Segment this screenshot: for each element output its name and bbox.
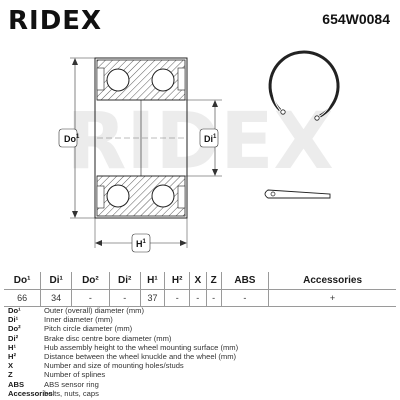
col-h1: H¹ xyxy=(139,272,165,290)
label-height: H1 xyxy=(136,239,147,249)
cell-x: - xyxy=(189,289,207,307)
col-x: X xyxy=(189,272,207,290)
part-number: 654W0084 xyxy=(322,11,390,27)
cell-di1: 34 xyxy=(40,289,72,307)
label-outer-diameter: Do1 xyxy=(64,134,80,144)
col-z: Z xyxy=(205,272,222,290)
brand-logo: RIDEX xyxy=(8,6,103,36)
col-h2: H² xyxy=(164,272,190,290)
table-row: 66 34 - - 37 - - - - + xyxy=(4,289,396,307)
cell-h1: 37 xyxy=(139,289,165,307)
label-inner-diameter: Di1 xyxy=(204,134,217,144)
col-do1: Do¹ xyxy=(4,272,41,290)
dimension-outer-diameter: Do1 xyxy=(58,57,95,219)
dimension-height: H1 xyxy=(94,218,188,253)
col-abs: ABS xyxy=(220,272,269,290)
header: RIDEX 654W0084 xyxy=(0,0,400,40)
bearing-section xyxy=(94,57,188,219)
col-di1: Di¹ xyxy=(40,272,72,290)
circlip-drawing xyxy=(268,50,340,121)
circlip-side-view xyxy=(264,189,331,199)
cell-z: - xyxy=(205,289,222,307)
cell-accessories: + xyxy=(268,289,396,307)
dimension-inner-diameter: Di1 xyxy=(185,99,222,177)
cell-do1: 66 xyxy=(4,289,41,307)
col-di2: Di² xyxy=(108,272,141,290)
spec-table: Do¹ Di¹ Do² Di² H¹ H² X Z ABS Accessorie… xyxy=(4,272,396,307)
cell-abs: - xyxy=(220,289,269,307)
cell-h2: - xyxy=(164,289,190,307)
cell-di2: - xyxy=(108,289,141,307)
technical-drawing: RIDEX xyxy=(0,38,400,268)
col-accessories: Accessories xyxy=(268,272,396,290)
col-do2: Do² xyxy=(71,272,110,290)
table-header-row: Do¹ Di¹ Do² Di² H¹ H² X Z ABS Accessorie… xyxy=(4,272,396,290)
cell-do2: - xyxy=(71,289,110,307)
